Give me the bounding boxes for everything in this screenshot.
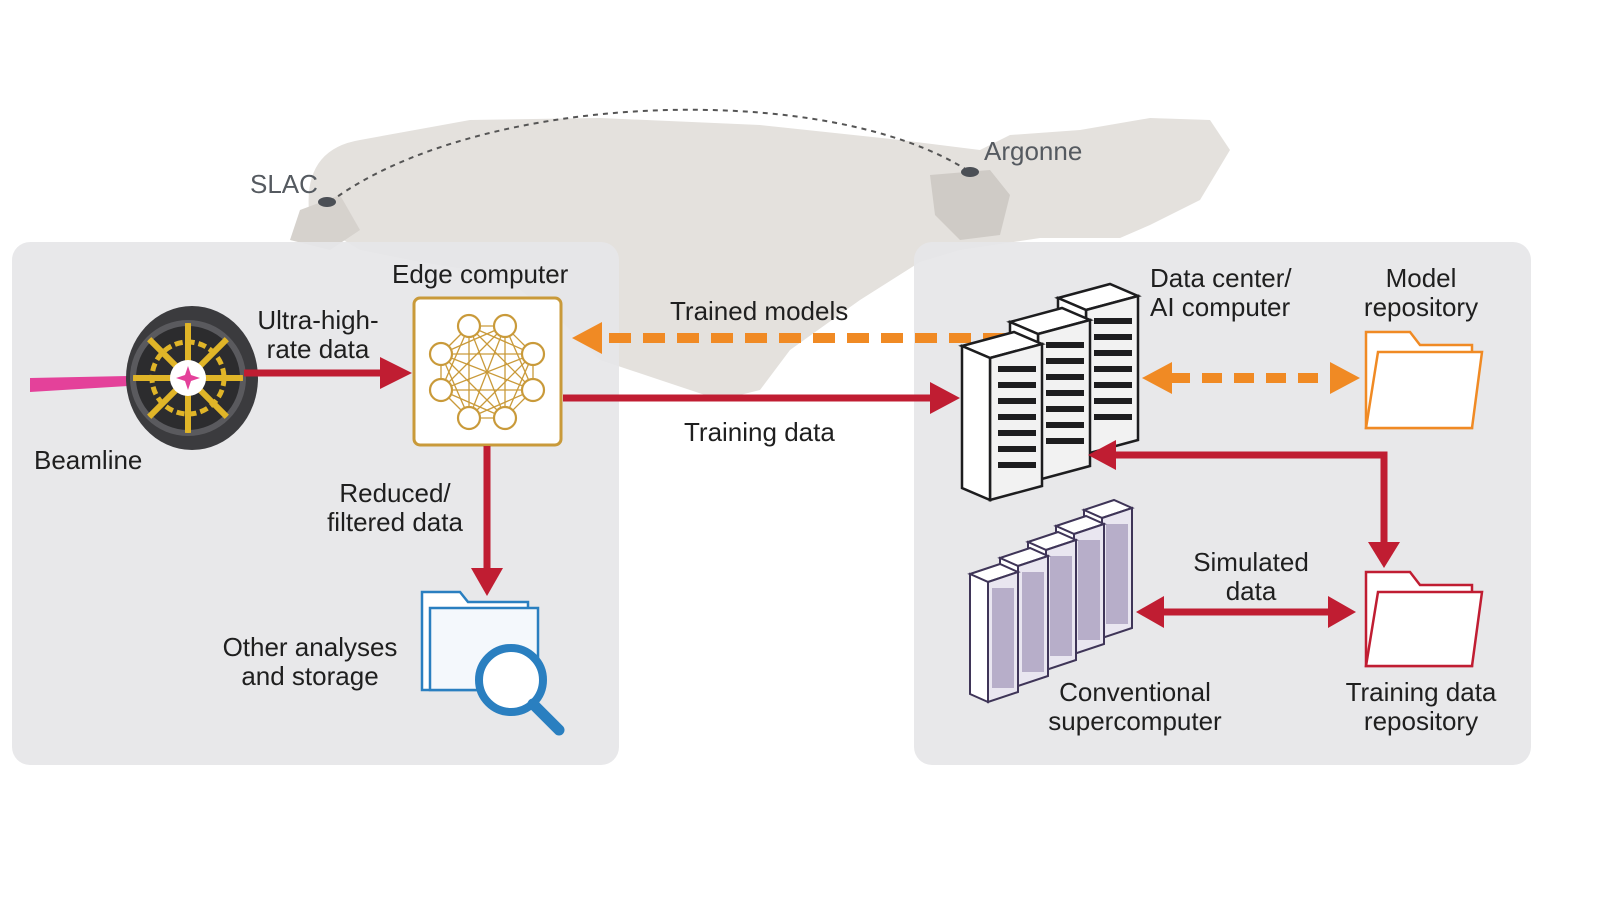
model-repository-label: Model repository <box>1346 264 1496 322</box>
conventional-supercomputer-label: Conventional supercomputer <box>1030 678 1240 736</box>
ultra-high-rate-line1: Ultra-high- <box>257 305 379 335</box>
arrow-training-data-head <box>930 382 960 414</box>
folder-icon-training <box>1364 570 1484 668</box>
edge-computer-label: Edge computer <box>392 259 569 289</box>
slac-label: SLAC <box>250 169 318 199</box>
model-repository-line2: repository <box>1363 292 1479 322</box>
training-repo-line1: Training data <box>1345 677 1497 707</box>
arrow-model-repository-head-left <box>1142 362 1172 394</box>
conventional-line1: Conventional <box>1059 677 1211 707</box>
server-slots <box>998 318 1132 468</box>
arrow-reduced-data-head <box>471 568 503 596</box>
other-analyses-line2: and storage <box>241 661 379 691</box>
data-center-line2: AI computer <box>1150 292 1291 322</box>
arrow-training-repository-head-down <box>1368 542 1400 568</box>
data-center-line1: Data center/ <box>1150 263 1292 293</box>
slac-marker <box>318 197 336 207</box>
ultra-high-rate-line2: rate data <box>266 334 370 364</box>
detector-icon <box>126 306 258 450</box>
conventional-line2: supercomputer <box>1048 706 1222 736</box>
reduced-filtered-line1: Reduced/ <box>339 478 451 508</box>
data-center-label: Data center/ AI computer <box>1150 264 1292 322</box>
arrow-training-repository-head-left <box>1088 440 1116 470</box>
supercomputer-icon <box>967 498 1135 704</box>
other-analyses-label: Other analyses and storage <box>210 633 410 691</box>
arrow-ultra-high-rate-head <box>380 357 412 389</box>
other-analyses-line1: Other analyses <box>222 632 398 662</box>
reduced-filtered-line2: filtered data <box>327 507 463 537</box>
ultra-high-rate-label: Ultra-high- rate data <box>248 306 388 364</box>
us-map <box>290 118 1231 400</box>
simulated-data-line2: data <box>1225 576 1277 606</box>
reduced-filtered-label: Reduced/ filtered data <box>310 479 480 537</box>
folder-search-icon <box>420 590 565 736</box>
argonne-marker <box>961 167 979 177</box>
training-repo-line2: repository <box>1363 706 1479 736</box>
arrow-model-repository-head-right <box>1330 362 1360 394</box>
neural-network-icon <box>412 296 563 447</box>
beamline-label: Beamline <box>34 445 143 475</box>
model-repository-line1: Model <box>1385 263 1457 293</box>
training-data-repository-label: Training data repository <box>1336 678 1506 736</box>
arrow-training-repository <box>1110 451 1388 546</box>
arrow-simulated-data-head-left <box>1136 596 1164 628</box>
folder-icon-model <box>1364 330 1484 430</box>
simulated-data-line1: Simulated <box>1193 547 1309 577</box>
arrow-trained-models-head <box>572 322 602 354</box>
trained-models-label: Trained models <box>670 296 849 326</box>
arrow-simulated-data-head-right <box>1328 596 1356 628</box>
training-data-label: Training data <box>684 417 835 447</box>
argonne-label: Argonne <box>984 136 1083 166</box>
slac-argonne-link <box>329 108 971 203</box>
simulated-data-label: Simulated data <box>1176 548 1326 606</box>
